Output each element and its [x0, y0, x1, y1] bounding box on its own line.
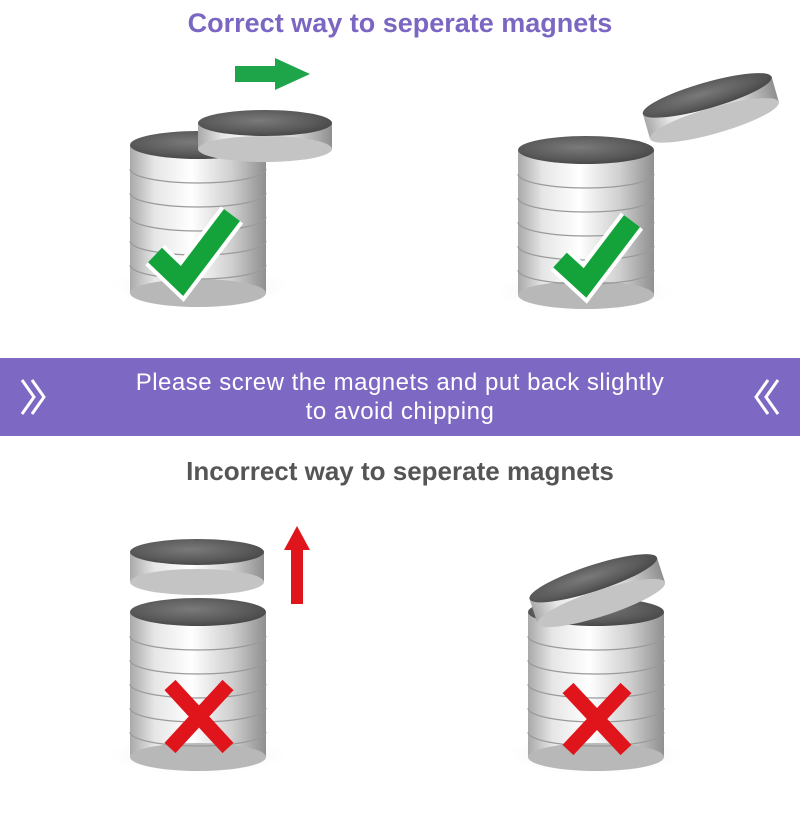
check-icon	[550, 212, 644, 304]
correct-way-title: Correct way to seperate magnets	[187, 8, 613, 38]
cross-icon	[164, 679, 234, 754]
incorrect-way-title: Incorrect way to seperate magnets	[186, 456, 614, 486]
magnet-stack	[527, 598, 665, 771]
magnet-stack	[129, 598, 267, 771]
sliding-magnet	[198, 110, 332, 162]
double-chevron-icon	[754, 379, 780, 415]
arrow-right-icon	[235, 58, 310, 90]
double-chevron-icon	[20, 379, 46, 415]
instruction-banner: Please screw the magnets and put back sl…	[0, 358, 800, 436]
banner-line-2: to avoid chipping	[305, 398, 495, 425]
correct-twist-illustration	[500, 55, 800, 375]
check-icon	[145, 206, 244, 303]
tilted-magnet	[529, 554, 666, 628]
tilted-magnet	[642, 73, 779, 143]
lifted-magnet	[130, 539, 264, 595]
correct-slide-illustration	[110, 55, 490, 375]
incorrect-tilt-illustration	[510, 520, 800, 840]
incorrect-pull-illustration	[110, 520, 490, 840]
banner-text: Please screw the magnets and put back sl…	[80, 368, 720, 426]
banner-line-1: Please screw the magnets and put back sl…	[135, 369, 665, 396]
cross-icon	[562, 682, 632, 756]
arrow-up-icon	[284, 526, 310, 604]
